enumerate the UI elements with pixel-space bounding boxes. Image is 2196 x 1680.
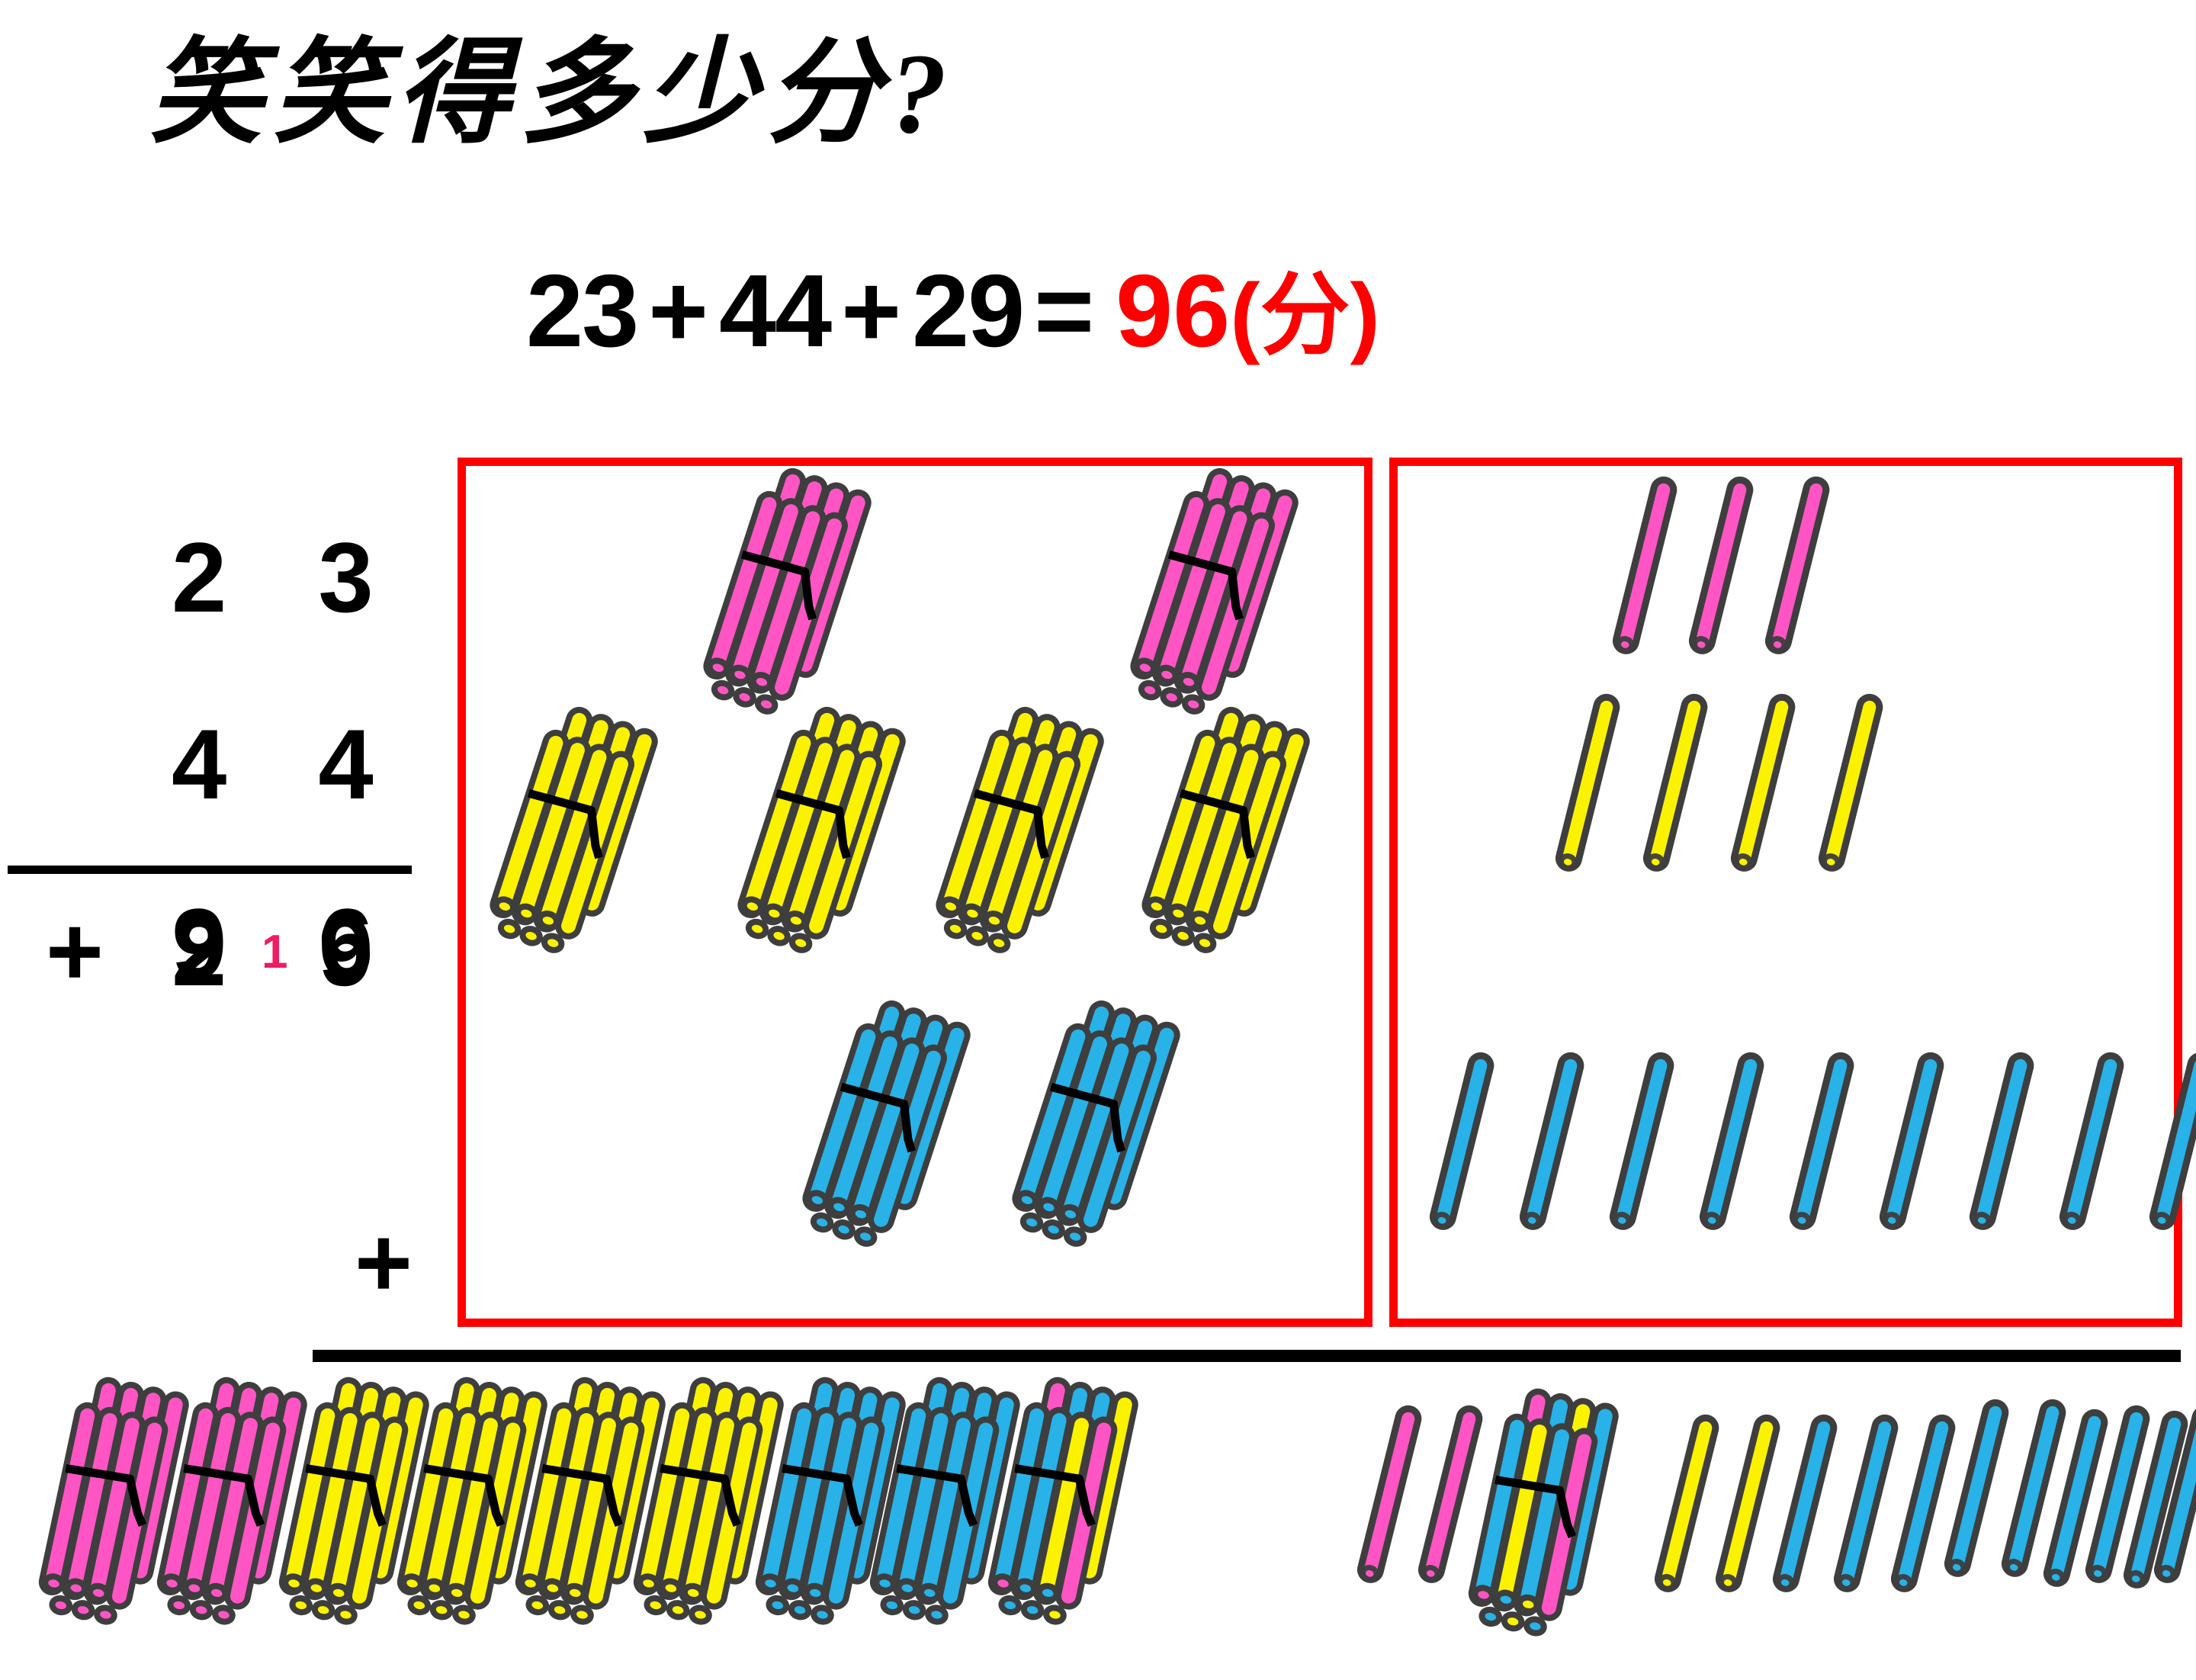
loose-stick-blue bbox=[1960, 1048, 2038, 1253]
equation-plus-2: + bbox=[841, 253, 902, 368]
equation-addend-2: 44 bbox=[719, 253, 832, 368]
total-loose-stick-blue bbox=[1825, 1410, 1902, 1615]
total-bundle-mixed1 bbox=[967, 1367, 1145, 1668]
tens-bundle-yellow bbox=[711, 693, 914, 999]
total-bundle-pink bbox=[136, 1367, 313, 1668]
column-addend-3: 2 9 bbox=[172, 895, 406, 1007]
tens-bundle-pink bbox=[1103, 455, 1307, 760]
column-rule bbox=[8, 866, 412, 874]
tens-bundle-blue bbox=[775, 987, 979, 1293]
loose-stick-pink bbox=[1604, 472, 1681, 677]
loose-stick-yellow bbox=[1634, 689, 1712, 895]
equation-line: 23+44+29=96(分) bbox=[526, 259, 1380, 362]
total-loose-stick-blue bbox=[2076, 1401, 2154, 1606]
total-loose-stick-yellow bbox=[1645, 1410, 1723, 1615]
total-loose-stick-blue bbox=[1935, 1395, 2013, 1600]
page-title: 笑笑得多少分? bbox=[149, 31, 957, 157]
total-bundle-yellow bbox=[258, 1367, 435, 1668]
carry-digit: 1 bbox=[262, 926, 288, 978]
total-bundle-mixed2 bbox=[1447, 1378, 1625, 1679]
tens-bundle-yellow bbox=[909, 693, 1112, 999]
loose-stick-blue bbox=[1870, 1048, 1948, 1253]
total-rule bbox=[313, 1350, 2181, 1362]
equation-addend-3: 29 bbox=[912, 253, 1025, 368]
loose-stick-blue bbox=[1780, 1048, 1858, 1253]
equation-answer: 96 bbox=[1116, 253, 1231, 368]
column-addition: 2 3 4 4 + 2 9 1 bbox=[23, 526, 419, 1003]
loose-stick-blue bbox=[1600, 1048, 1678, 1253]
tens-bundle-yellow bbox=[463, 693, 666, 999]
total-loose-stick-blue bbox=[1764, 1410, 1841, 1615]
total-loose-stick-pink bbox=[1348, 1401, 1426, 1606]
total-bundle-yellow bbox=[612, 1367, 790, 1668]
bottom-plus-sign: + bbox=[355, 1206, 413, 1318]
ones-group-box bbox=[1389, 458, 2182, 1327]
loose-stick-pink bbox=[1680, 472, 1758, 677]
total-loose-stick-blue bbox=[1882, 1410, 1960, 1615]
total-bundle-pink bbox=[18, 1367, 195, 1668]
equation-plus-1: + bbox=[648, 253, 709, 368]
column-addend-2: 4 4 bbox=[172, 708, 406, 820]
total-bundle-blue bbox=[734, 1367, 912, 1668]
total-bundle-blue bbox=[849, 1367, 1026, 1668]
column-plus-sign: + bbox=[46, 895, 104, 1007]
loose-stick-yellow bbox=[1722, 689, 1800, 895]
tens-bundle-blue bbox=[985, 987, 1189, 1293]
total-loose-stick-blue bbox=[1992, 1395, 2070, 1600]
loose-stick-blue bbox=[1690, 1048, 1768, 1253]
equation-addend-1: 23 bbox=[526, 253, 639, 368]
equation-unit: (分) bbox=[1230, 265, 1380, 366]
total-loose-stick-blue bbox=[2114, 1406, 2192, 1611]
total-loose-stick-yellow bbox=[1706, 1410, 1784, 1615]
column-sum: 9 6 bbox=[172, 888, 406, 999]
tens-bundle-yellow bbox=[1115, 693, 1318, 999]
column-row-2: 4 4 bbox=[23, 713, 419, 816]
loose-stick-blue bbox=[1421, 1048, 1498, 1253]
loose-stick-blue bbox=[2050, 1048, 2128, 1253]
loose-stick-pink bbox=[1756, 472, 1834, 677]
column-addend-1: 2 3 bbox=[172, 522, 406, 633]
total-loose-stick-blue bbox=[2034, 1405, 2112, 1610]
total-loose-stick-pink bbox=[1409, 1401, 1487, 1606]
equation-equals: = bbox=[1034, 253, 1095, 368]
column-row-1: 2 3 bbox=[23, 526, 419, 629]
loose-stick-blue bbox=[1511, 1048, 1588, 1253]
loose-stick-yellow bbox=[1546, 689, 1624, 895]
loose-stick-yellow bbox=[1809, 689, 1887, 895]
tens-group-box bbox=[458, 458, 1372, 1327]
total-bundle-yellow bbox=[494, 1367, 672, 1668]
column-row-3: + 2 9 1 bbox=[23, 900, 419, 1003]
total-bundle-yellow bbox=[376, 1367, 554, 1668]
tens-bundle-pink bbox=[676, 455, 880, 760]
